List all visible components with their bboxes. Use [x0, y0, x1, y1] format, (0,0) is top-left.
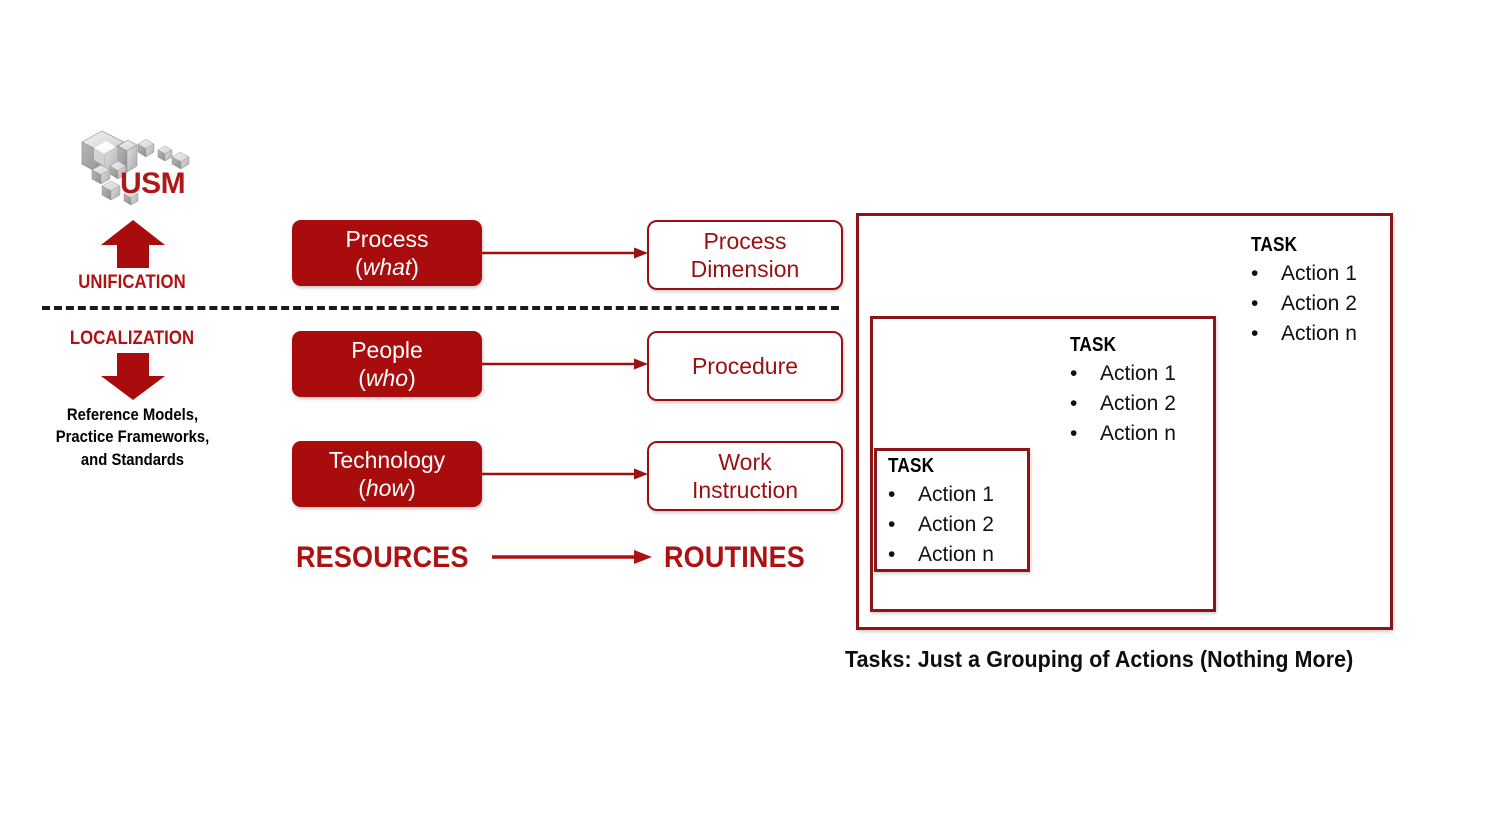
- action-label: Action 2: [1100, 391, 1176, 415]
- action-label: Action 2: [918, 512, 994, 536]
- label-localization: LOCALIZATION: [69, 328, 195, 349]
- resource-box-process[interactable]: Process (what): [292, 220, 482, 286]
- arrow-right-icon: [492, 550, 652, 564]
- tasks-caption: Tasks: Just a Grouping of Actions (Nothi…: [845, 646, 1354, 672]
- task-content-outer: TASK • Action 1 • Action 2 • Action n: [1251, 234, 1357, 348]
- resource-qualifier-people: (who): [358, 365, 416, 391]
- resource-title-process: Process: [345, 225, 429, 252]
- routine-box-work-instruction[interactable]: Work Instruction: [647, 441, 843, 511]
- localization-down-arrow: [99, 352, 167, 402]
- action-label: Action 1: [1281, 262, 1357, 285]
- list-item: • Action 2: [1251, 289, 1357, 319]
- resource-title-technology: Technology: [328, 446, 446, 473]
- bullet-icon: •: [888, 542, 896, 566]
- usm-logo: USM: [72, 124, 202, 214]
- bullet-icon: •: [888, 512, 896, 536]
- arrow-down-icon: [101, 353, 165, 400]
- resources-to-routines-arrow: [492, 549, 654, 565]
- usm-wordmark: USM: [120, 167, 186, 200]
- action-label: Action 1: [918, 483, 994, 506]
- reference-models-line-3: and Standards: [80, 450, 185, 469]
- action-label: Action n: [1100, 421, 1176, 445]
- list-item: • Action n: [1070, 419, 1176, 449]
- list-item: • Action 2: [888, 510, 994, 540]
- bullet-icon: •: [1251, 321, 1259, 345]
- usm-isometric-cubes-icon: [81, 130, 190, 206]
- arrow-up-icon: [101, 220, 165, 268]
- task-content-inner: TASK • Action 1 • Action 2 • Action n: [888, 455, 994, 569]
- task-content-middle: TASK • Action 1 • Action 2 • Action n: [1070, 334, 1176, 448]
- resource-title-people: People: [351, 336, 423, 363]
- resource-box-technology[interactable]: Technology (how): [292, 441, 482, 507]
- task-title-outer: TASK: [1251, 234, 1298, 256]
- unification-localization-divider: [42, 306, 839, 310]
- action-label: Action n: [1281, 321, 1357, 345]
- list-item: • Action 2: [1070, 389, 1176, 419]
- routine-line-1-procedure: Procedure: [691, 352, 799, 379]
- action-label: Action 1: [1100, 362, 1176, 385]
- arrow-right-icon: [482, 247, 648, 259]
- connector-people: [482, 357, 650, 371]
- reference-models-line-2: Practice Frameworks,: [55, 428, 210, 447]
- bullet-icon: •: [1251, 291, 1259, 315]
- action-list-outer: • Action 1 • Action 2 • Action n: [1251, 259, 1357, 348]
- list-item: • Action n: [1251, 319, 1357, 349]
- resource-box-people[interactable]: People (who): [292, 331, 482, 397]
- connector-process: [482, 246, 650, 260]
- connector-technology: [482, 467, 650, 481]
- routine-box-procedure[interactable]: Procedure: [647, 331, 843, 401]
- routine-line-2-work-instruction: Instruction: [691, 477, 799, 503]
- heading-resources: RESOURCES: [296, 541, 469, 574]
- list-item: • Action 1: [1070, 359, 1176, 389]
- action-label: Action n: [918, 542, 994, 566]
- action-list-middle: • Action 1 • Action 2 • Action n: [1070, 359, 1176, 448]
- bullet-icon: •: [1070, 362, 1078, 385]
- action-list-inner: • Action 1 • Action 2 • Action n: [888, 480, 994, 569]
- reference-models-caption: Reference Models, Practice Frameworks, a…: [31, 404, 234, 471]
- action-label: Action 2: [1281, 291, 1357, 315]
- routine-line-2-process-dimension: Dimension: [690, 256, 800, 282]
- resource-qualifier-process: (what): [355, 254, 419, 280]
- bullet-icon: •: [1251, 262, 1259, 285]
- list-item: • Action 1: [888, 480, 994, 510]
- unification-up-arrow: [99, 218, 167, 270]
- arrow-right-icon: [482, 358, 648, 370]
- task-title-inner: TASK: [888, 455, 935, 477]
- routine-box-process-dimension[interactable]: Process Dimension: [647, 220, 843, 290]
- task-box-inner[interactable]: [874, 448, 1030, 572]
- arrow-right-icon: [482, 468, 648, 480]
- bullet-icon: •: [1070, 421, 1078, 445]
- list-item: • Action 1: [1251, 259, 1357, 289]
- list-item: • Action n: [888, 540, 994, 570]
- task-title-middle: TASK: [1070, 334, 1117, 356]
- label-unification: UNIFICATION: [78, 272, 186, 293]
- routine-line-1-work-instruction: Work: [718, 448, 772, 475]
- routine-line-1-process-dimension: Process: [703, 227, 787, 254]
- resource-qualifier-technology: (how): [358, 475, 416, 501]
- bullet-icon: •: [888, 483, 896, 506]
- bullet-icon: •: [1070, 391, 1078, 415]
- reference-models-line-1: Reference Models,: [66, 406, 199, 424]
- heading-routines: ROUTINES: [664, 541, 805, 574]
